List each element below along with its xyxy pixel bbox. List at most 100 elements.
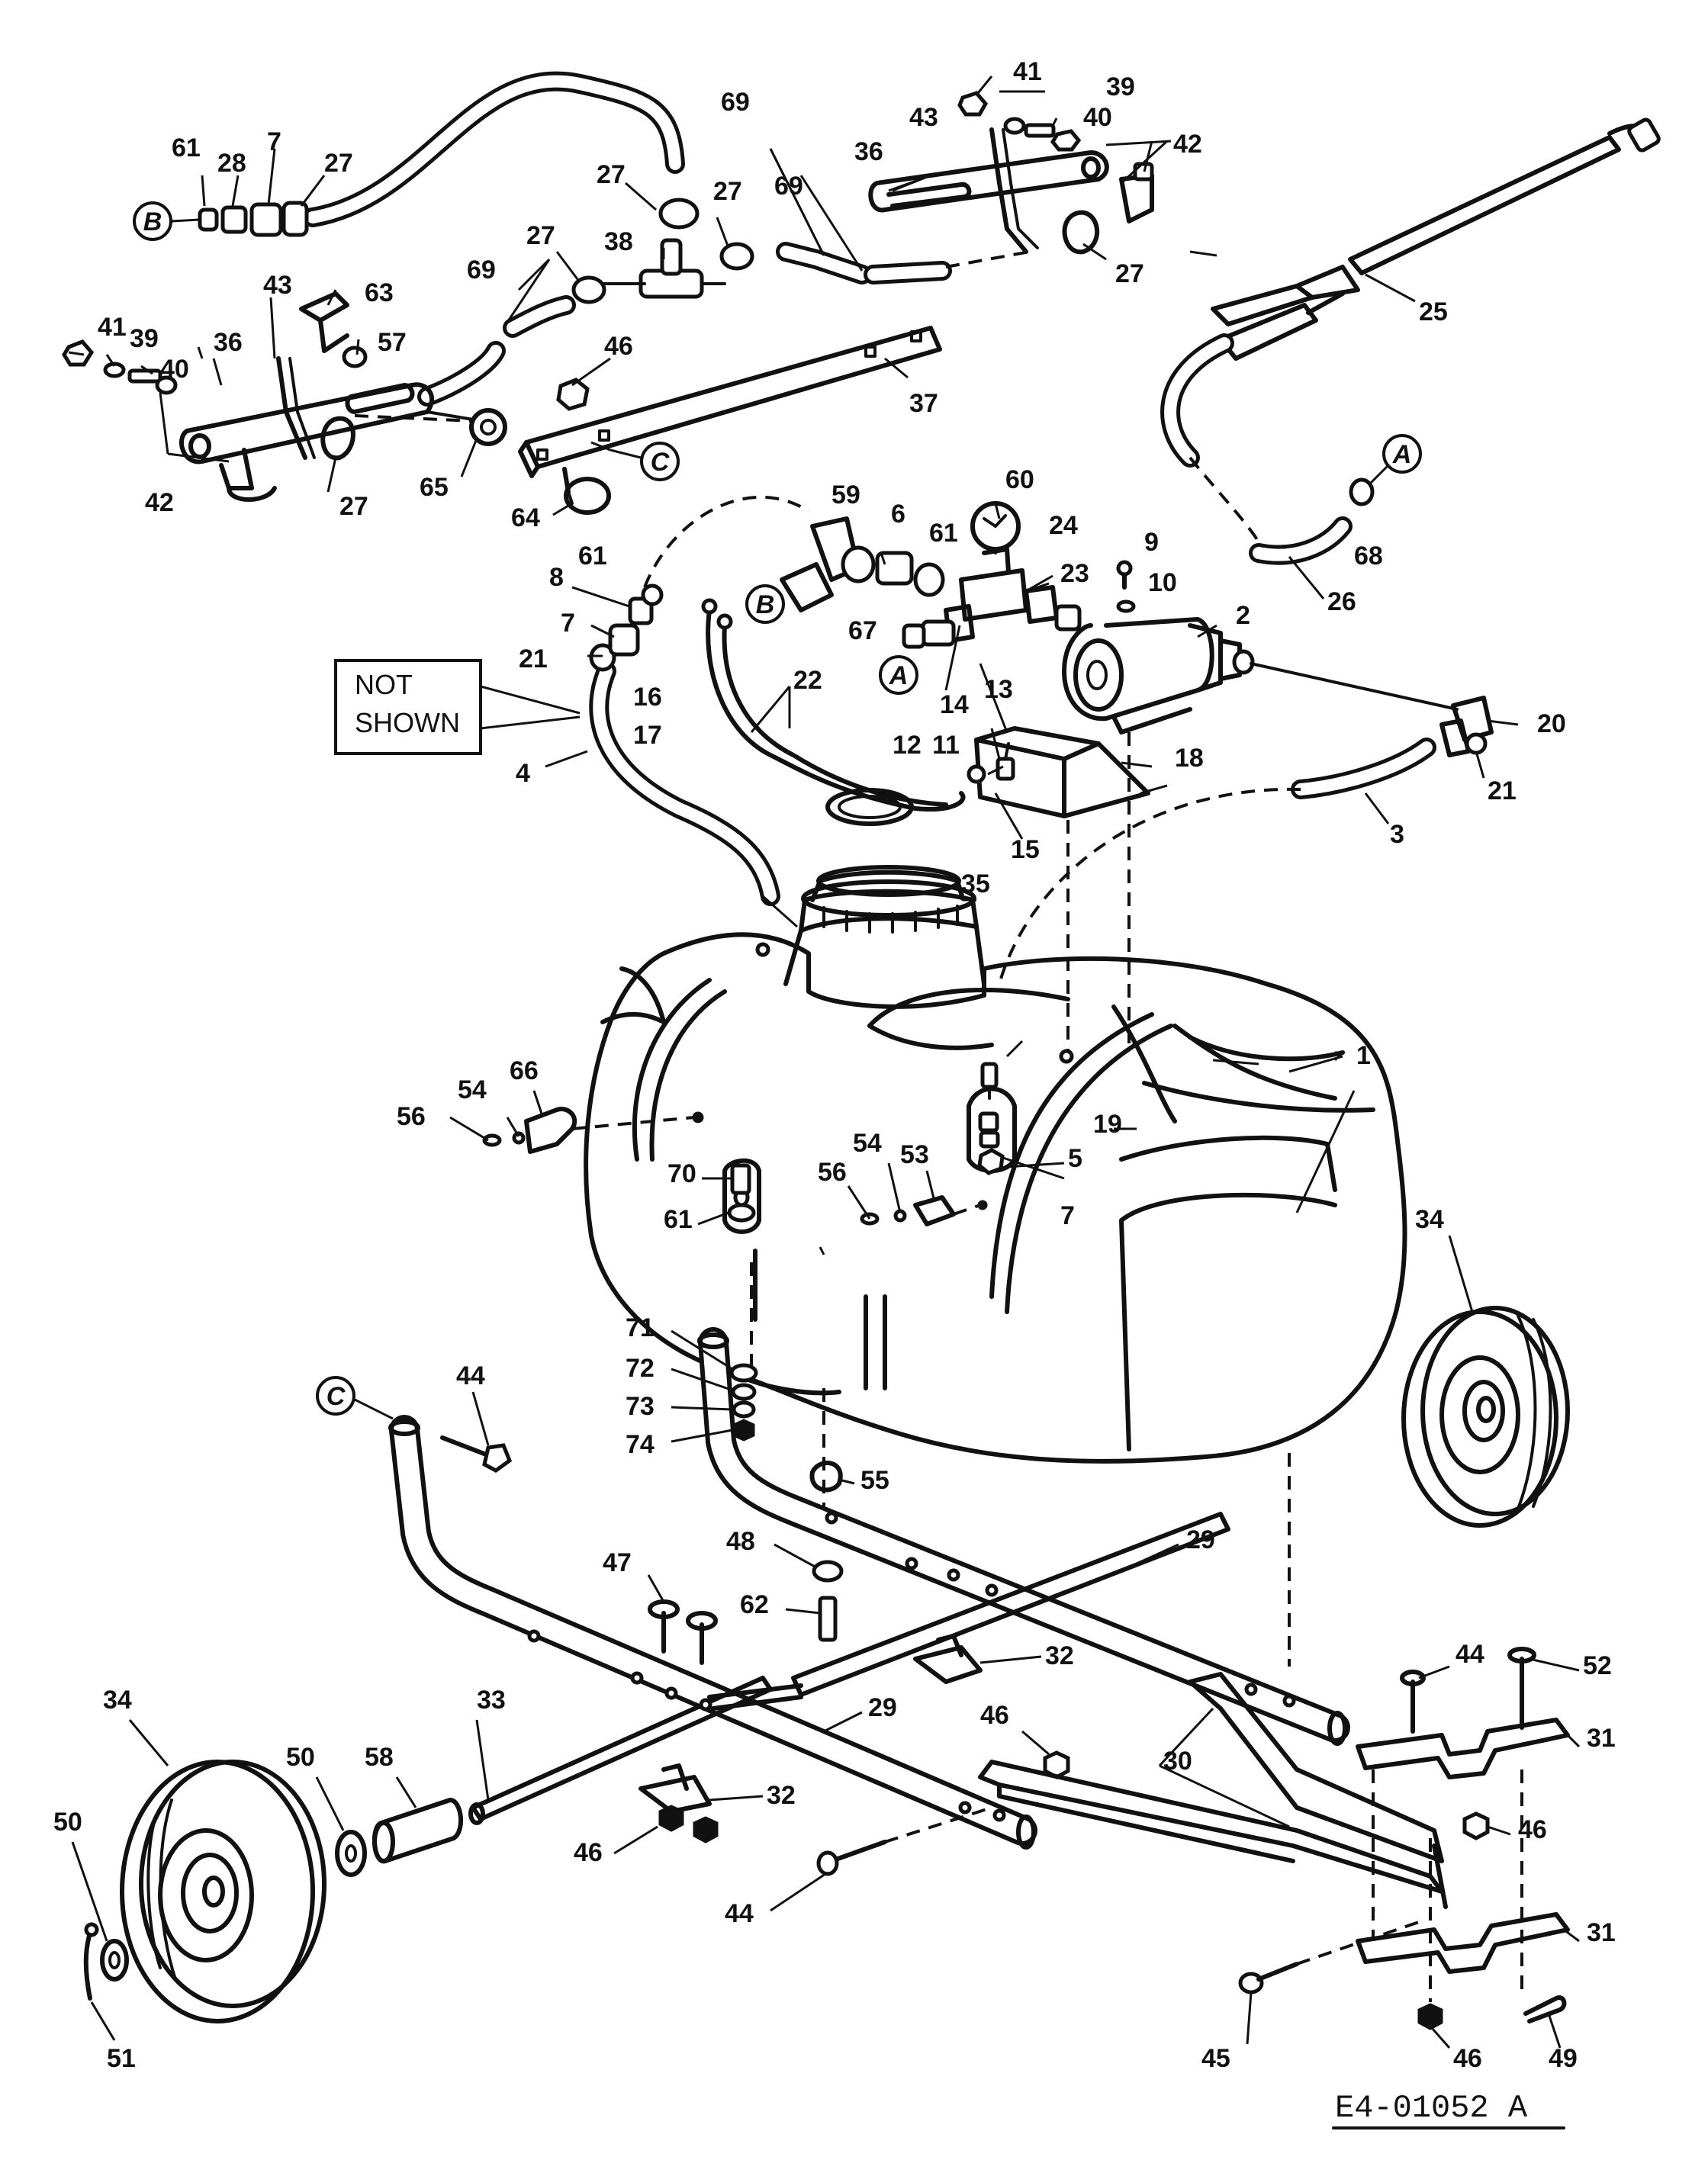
callout-59: 59 [831, 481, 860, 509]
callout-18: 18 [1175, 744, 1204, 773]
callout-68: 68 [1354, 542, 1383, 571]
callout-30: 30 [1163, 1747, 1192, 1776]
callout-40-right: 40 [1083, 103, 1112, 132]
callout-54-right: 54 [853, 1129, 882, 1158]
callout-16: 16 [633, 683, 662, 712]
callout-61-top: 61 [172, 133, 201, 162]
callout-36-right: 36 [854, 137, 883, 166]
callout-74: 74 [626, 1430, 655, 1459]
callout-9: 9 [1144, 528, 1159, 557]
callout-58: 58 [365, 1743, 394, 1772]
callout-3: 3 [1390, 820, 1404, 849]
callout-73: 73 [626, 1392, 655, 1421]
callout-69-top: 69 [721, 88, 750, 117]
callout-46-mid: 46 [980, 1701, 1009, 1730]
tongue-hitch [978, 1647, 1570, 2023]
callout-41-left: 41 [98, 313, 127, 342]
callout-49: 49 [1549, 2044, 1578, 2073]
callout-43-right: 43 [909, 103, 938, 132]
callout-27-c: 27 [713, 177, 742, 206]
callout-31-upper: 31 [1587, 1724, 1616, 1753]
callout-27-a: 27 [324, 149, 353, 178]
callout-7-tank: 7 [1060, 1201, 1075, 1230]
callout-57: 57 [378, 328, 407, 357]
callout-43-left: 43 [263, 271, 292, 300]
callout-35: 35 [961, 869, 990, 898]
frame-assembly [388, 1262, 1490, 2030]
callout-50-lower: 50 [53, 1808, 82, 1837]
callout-47: 47 [603, 1548, 632, 1577]
callout-69-left: 69 [467, 256, 496, 284]
boom-bar-36-left [62, 291, 507, 502]
wheel-34-right [1401, 1306, 1570, 1528]
callout-27-b: 27 [597, 160, 626, 189]
callout-15: 15 [1011, 835, 1040, 864]
boom-bar-36-right [868, 91, 1154, 255]
not-shown-line-2: SHOWN [355, 707, 460, 738]
callout-33: 33 [477, 1686, 506, 1715]
callout-44-upper: 44 [456, 1361, 485, 1390]
frame-leaders [71, 1090, 1581, 2049]
callout-69-mid: 69 [774, 172, 803, 201]
callout-4: 4 [516, 759, 530, 788]
callout-72: 72 [626, 1354, 655, 1383]
callout-10: 10 [1148, 568, 1177, 597]
callout-24: 24 [1049, 511, 1078, 540]
callout-61-tank: 61 [664, 1205, 693, 1234]
callout-23: 23 [1060, 559, 1089, 588]
callout-7-top: 7 [267, 127, 281, 156]
callout-46-right: 46 [1518, 1815, 1547, 1844]
leader-lines [68, 76, 1519, 1255]
callout-67: 67 [848, 616, 877, 645]
callout-21-right: 21 [1488, 776, 1517, 805]
callout-31-lower: 31 [1587, 1918, 1616, 1947]
callout-13: 13 [984, 675, 1013, 704]
callout-56-right: 56 [818, 1158, 847, 1187]
boom-support-bar-37 [518, 326, 942, 515]
callout-52: 52 [1583, 1651, 1612, 1680]
callout-64: 64 [511, 503, 540, 532]
wheel-34-left [83, 1760, 464, 2023]
callout-44-right: 44 [1455, 1640, 1484, 1669]
callout-45: 45 [1201, 2044, 1230, 2073]
callout-53: 53 [900, 1140, 929, 1169]
ref-b-top: B [133, 201, 201, 241]
callout-12: 12 [893, 731, 922, 760]
callout-39-left: 39 [130, 324, 159, 353]
ref-c-frame: C [316, 1376, 394, 1420]
callout-27-e: 27 [1115, 259, 1144, 288]
callout-36-left: 36 [214, 328, 243, 357]
callout-46-bottom: 46 [1453, 2044, 1482, 2073]
callout-29-upper: 29 [1186, 1525, 1215, 1554]
callout-46-top: 46 [604, 332, 633, 361]
not-shown-line-1: NOT [355, 669, 413, 700]
callout-6: 6 [891, 500, 905, 529]
svg-text:A: A [889, 661, 909, 690]
reference-markers: B B A A C C [133, 201, 1422, 1420]
callout-29-lower: 29 [868, 1693, 897, 1722]
callout-20: 20 [1537, 709, 1566, 738]
callout-5: 5 [1068, 1144, 1082, 1173]
upper-boom-hose-assembly [198, 71, 1031, 407]
callout-54-left: 54 [458, 1075, 487, 1104]
callout-8: 8 [549, 563, 564, 592]
callout-34-right: 34 [1415, 1205, 1444, 1234]
callout-41-right: 41 [1013, 57, 1042, 86]
spray-wand-25 [1160, 117, 1661, 565]
callout-39-right: 39 [1106, 72, 1135, 101]
pump-and-manifold [589, 496, 1494, 1053]
drawing-code: E4-01052 A [1332, 2090, 1565, 2129]
callout-27-d: 27 [526, 221, 555, 250]
svg-text:C: C [326, 1382, 346, 1411]
callout-60: 60 [1005, 465, 1034, 494]
callout-71: 71 [626, 1313, 655, 1342]
callout-19: 19 [1093, 1110, 1122, 1139]
callout-65: 65 [420, 473, 449, 502]
svg-text:C: C [651, 448, 670, 477]
ref-a-pump: A [879, 655, 918, 695]
ref-b-pump: B [745, 584, 785, 624]
callout-21-left: 21 [519, 644, 548, 673]
callout-17: 17 [633, 721, 662, 750]
callout-46-lower: 46 [574, 1838, 603, 1867]
callout-63: 63 [365, 278, 394, 307]
